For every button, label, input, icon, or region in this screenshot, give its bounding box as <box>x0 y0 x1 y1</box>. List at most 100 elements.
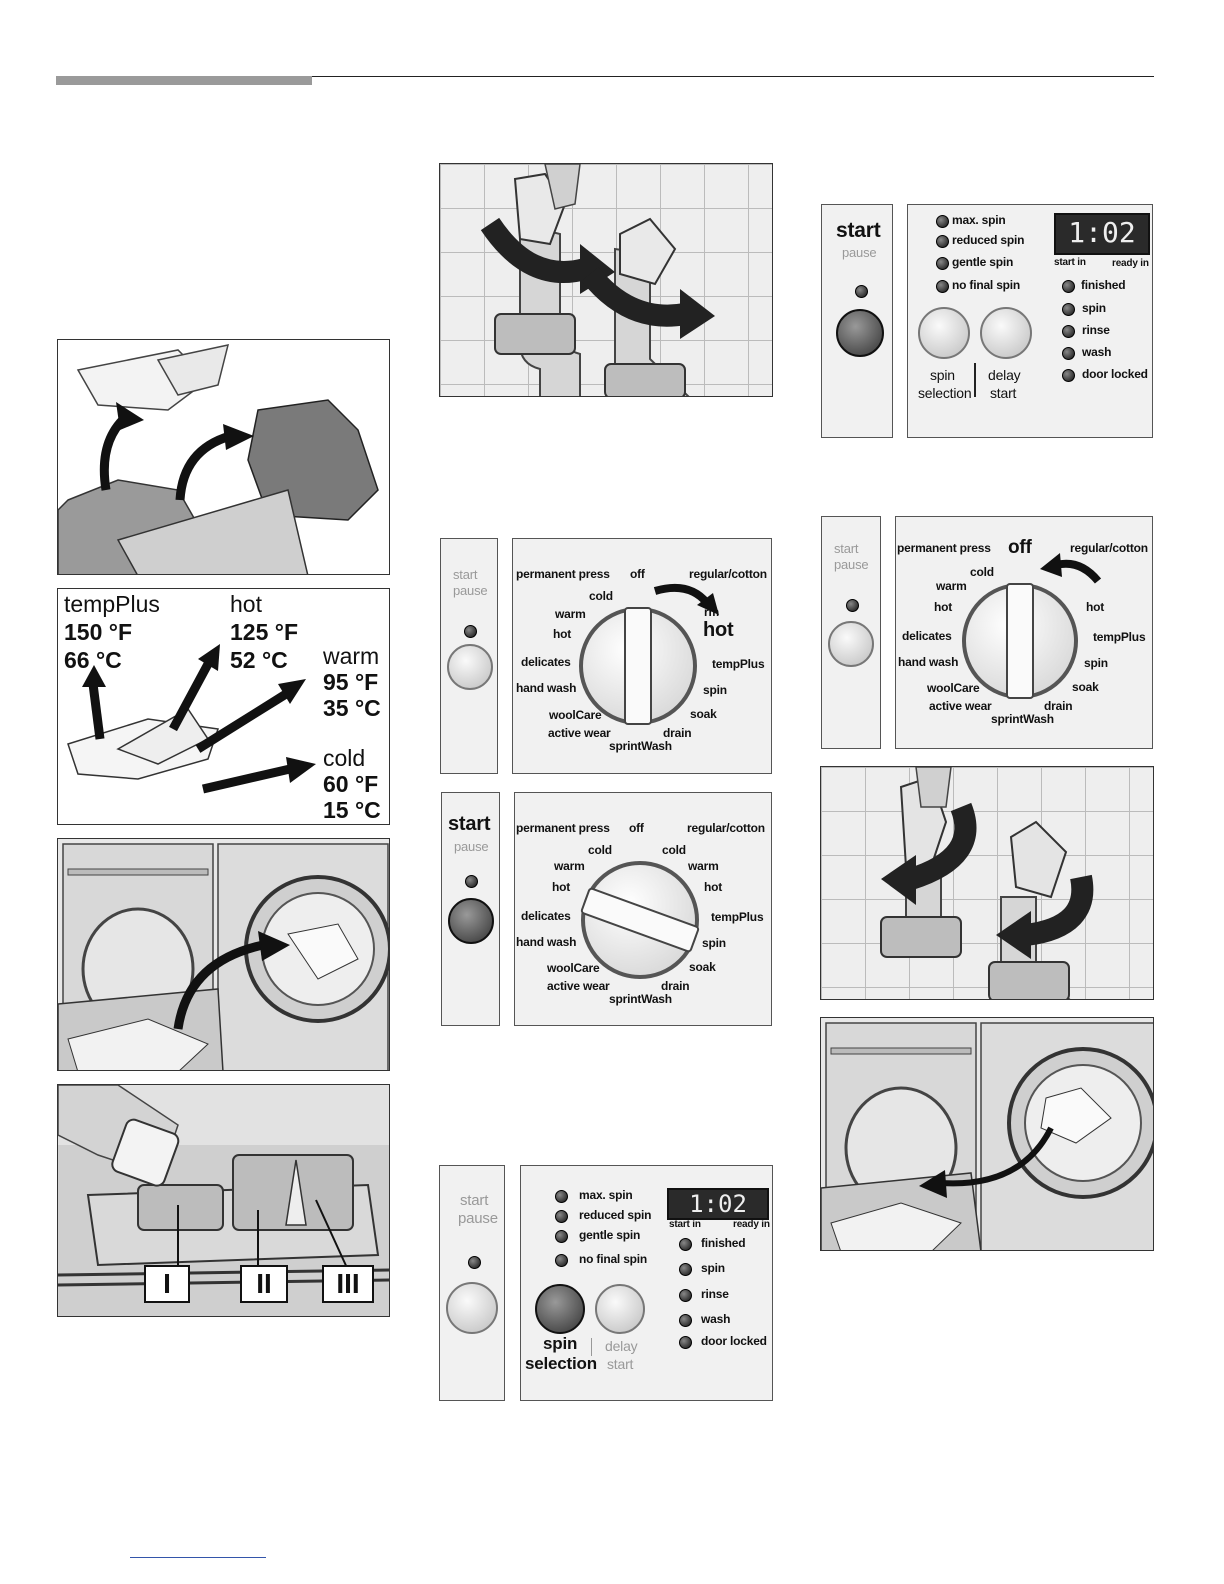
dispenser-illustration <box>58 1085 389 1316</box>
loading-machine-illustration <box>58 843 389 1070</box>
spin-option-reduced: reduced spin <box>952 233 1025 247</box>
start-label-small: start <box>607 1356 634 1372</box>
spin-option-reduced: reduced spin <box>579 1208 652 1222</box>
dial-sprintwash: sprintWash <box>609 739 672 753</box>
program-dial[interactable] <box>579 607 697 725</box>
status-led-door-locked <box>679 1336 692 1349</box>
pause-label: pause <box>842 245 877 260</box>
status-spin: spin <box>1082 301 1106 315</box>
warm-label: warm <box>323 643 380 669</box>
program-dial-panel-2: permanent press off regular/cotton cold … <box>514 792 772 1026</box>
pause-label: pause <box>453 583 488 598</box>
taps-close-illustration <box>880 767 1094 999</box>
program-dial-panel-1: permanent press off regular/cotton cold … <box>512 538 772 774</box>
spin-selection-button[interactable] <box>535 1284 585 1334</box>
start-label: start <box>834 541 859 556</box>
selection-label-bold: selection <box>525 1354 597 1373</box>
dial-warm: warm <box>555 607 586 621</box>
dial-turn-arrow-icon <box>653 584 719 615</box>
sorting-laundry-figure <box>57 339 390 575</box>
start-pause-button[interactable] <box>446 1282 498 1334</box>
dial-permanent-press: permanent press <box>516 567 610 581</box>
spin-panel-2: max. spin reduced spin gentle spin no fi… <box>907 204 1153 438</box>
spin-option-max: max. spin <box>952 213 1006 227</box>
detergent-dispenser-figure: I II III <box>57 1084 390 1317</box>
spin-option-gentle: gentle spin <box>579 1228 641 1242</box>
dial-drain: drain <box>1044 699 1073 713</box>
hot-f: 125 °F <box>230 619 299 645</box>
selection-label: selection <box>918 385 972 401</box>
taps-open-illustration <box>480 164 715 396</box>
spin-option-none: no final spin <box>952 278 1021 292</box>
dial-cold: cold <box>589 589 613 603</box>
dial-permanent-press: permanent press <box>897 541 991 555</box>
header-rule <box>56 76 1154 77</box>
status-led-rinse <box>679 1289 692 1302</box>
spin-selection-button[interactable] <box>918 307 970 359</box>
dial-regular-cotton: regular/cotton <box>687 821 765 835</box>
status-led-spin <box>679 1263 692 1276</box>
cold-c: 15 °C <box>323 797 381 823</box>
dial-off: off <box>630 567 645 581</box>
sorting-laundry-illustration <box>58 344 379 574</box>
laundry-arrows-illustration <box>67 644 316 794</box>
dial-hand-wash: hand wash <box>516 681 577 695</box>
dial-cold-left: cold <box>588 843 612 857</box>
loading-machine-figure <box>57 838 390 1071</box>
button-divider <box>974 363 976 397</box>
dial-hot-selected: hot <box>703 619 734 641</box>
start-label-bold: start <box>836 219 881 242</box>
status-wash: wash <box>1082 345 1112 359</box>
dial-warm: warm <box>936 579 967 593</box>
delay-start-button[interactable] <box>980 307 1032 359</box>
temperature-figure: tempPlus 150 °F 66 °C hot 125 °F 52 °C w… <box>57 588 390 825</box>
dial-sprintwash: sprintWash <box>609 992 672 1006</box>
status-led-finished <box>679 1238 692 1251</box>
time-display: 1:02 <box>1054 213 1150 255</box>
unloading-machine-figure <box>820 1017 1154 1251</box>
dial-off: off <box>629 821 644 835</box>
delay-start-button[interactable] <box>595 1284 645 1334</box>
dial-spin: spin <box>1084 656 1108 670</box>
start-label-bold: start <box>448 813 491 835</box>
hot-label: hot <box>230 591 262 617</box>
spin-label-bold: spin <box>543 1334 578 1353</box>
dial-sprintwash: sprintWash <box>991 712 1054 726</box>
dial-hot-left: hot <box>552 880 571 894</box>
dial-regular-cotton: regular/cotton <box>689 567 767 581</box>
start-pause-button[interactable] <box>448 898 494 944</box>
dial-delicates: delicates <box>521 655 571 669</box>
program-dial[interactable] <box>962 583 1078 699</box>
dial-permanent-press: permanent press <box>516 821 610 835</box>
dial-delicates: delicates <box>521 909 571 923</box>
delay-label: delay <box>988 367 1021 383</box>
tempplus-c: 66 °C <box>64 647 122 673</box>
start-in-label: start in <box>669 1219 701 1230</box>
status-finished: finished <box>701 1236 746 1250</box>
dial-cold-right: cold <box>662 843 686 857</box>
turn-on-tap-figure <box>439 163 773 397</box>
dial-hot-left: hot <box>553 627 572 641</box>
dial-cold: cold <box>970 565 994 579</box>
dial-hand-wash: hand wash <box>898 655 959 669</box>
dial-warm-right: warm <box>688 859 719 873</box>
status-led-door-locked <box>1062 369 1075 382</box>
start-pause-button[interactable] <box>828 621 874 667</box>
dial-active-wear: active wear <box>929 699 992 713</box>
spin-label: spin <box>930 367 955 383</box>
start-pause-button[interactable] <box>447 644 493 690</box>
status-led-rinse <box>1062 325 1075 338</box>
footer-rule <box>130 1557 266 1558</box>
dial-woolcare: woolCare <box>927 681 980 695</box>
start-pause-panel-4: start pause <box>821 204 893 438</box>
status-led-finished <box>1062 280 1075 293</box>
program-dial[interactable] <box>579 861 701 979</box>
turn-off-tap-figure <box>820 766 1154 1000</box>
status-led-spin <box>1062 303 1075 316</box>
dial-tempplus: tempPlus <box>711 910 764 924</box>
dial-hand-wash: hand wash <box>516 935 577 949</box>
start-led-on <box>465 875 478 888</box>
spin-led-none <box>555 1254 568 1267</box>
dial-delicates: delicates <box>902 629 952 643</box>
start-pause-button[interactable] <box>836 309 884 357</box>
